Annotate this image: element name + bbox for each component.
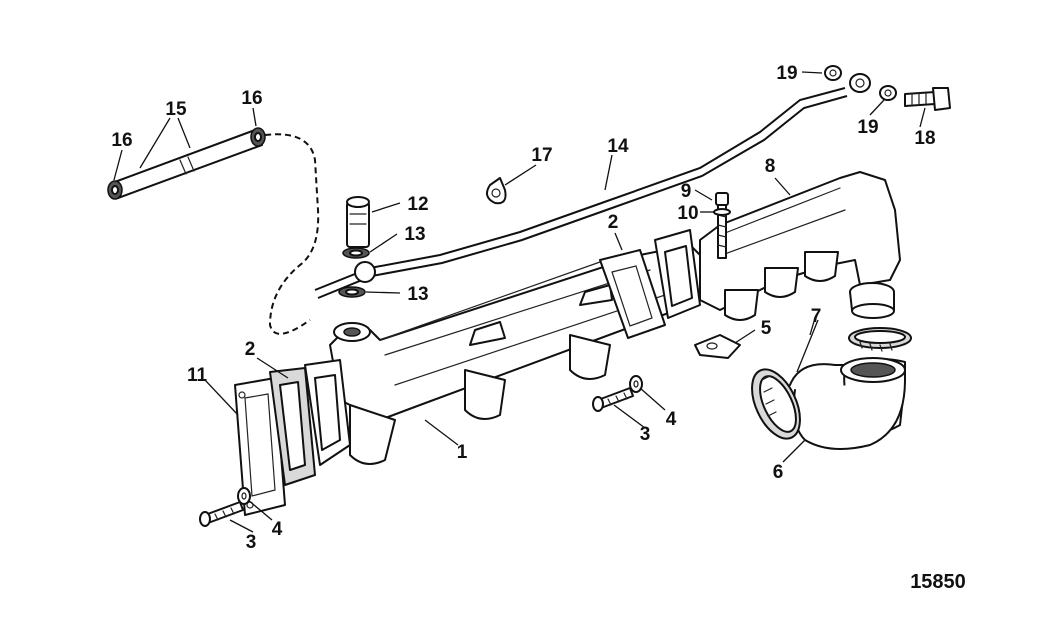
callout-4-front-washer: 4: [272, 519, 283, 540]
callout-19-upper: 19: [776, 63, 797, 84]
washer-middle: [629, 375, 643, 393]
gasket-middle: [599, 249, 666, 339]
gasket-front: [269, 367, 316, 486]
callout-3-front-bolt: 3: [246, 532, 257, 553]
callout-17: 17: [531, 145, 552, 166]
leader-lines: [113, 71, 926, 533]
hex-bolt: [904, 87, 951, 111]
tube-fitting: [849, 73, 871, 93]
callout-2-middle-gasket: 2: [608, 212, 619, 233]
callout-12: 12: [407, 194, 428, 215]
callout-5: 5: [761, 318, 772, 339]
callout-9: 9: [681, 181, 692, 202]
callout-6: 6: [773, 462, 784, 483]
bolt-middle: [592, 387, 634, 412]
callout-8: 8: [765, 156, 776, 177]
callout-13-lower: 13: [407, 284, 428, 305]
washer-front: [237, 487, 251, 505]
figure-reference-number: 15850: [910, 571, 966, 593]
banjo-bolt: [346, 196, 370, 248]
stud-bolt: [715, 192, 729, 259]
water-tube: [314, 87, 848, 299]
tube-washer-lower: [879, 85, 897, 101]
end-plate: [234, 377, 286, 516]
callout-3-middle-bolt: 3: [640, 424, 651, 445]
callout-10: 10: [677, 203, 698, 224]
support-bracket: [694, 334, 741, 359]
callout-4-middle-washer: 4: [666, 409, 677, 430]
callout-1: 1: [457, 442, 468, 463]
callout-11: 11: [187, 365, 208, 386]
callout-7: 7: [811, 306, 822, 327]
tube-clip: [485, 177, 507, 205]
sealing-washer-upper: [342, 247, 370, 259]
hose-clamp-large-upper: [848, 327, 912, 352]
callout-14: 14: [607, 136, 629, 157]
callout-13-upper: 13: [404, 224, 425, 245]
callout-16-right: 16: [241, 88, 262, 109]
callout-16-left: 16: [111, 130, 132, 151]
sealing-washer-lower: [338, 286, 366, 298]
tube-washer-upper: [824, 65, 842, 81]
exhaust-manifold: [304, 244, 701, 466]
callout-15: 15: [165, 99, 187, 120]
callout-18: 18: [914, 128, 935, 149]
hose-clamp-left: [107, 180, 123, 200]
callout-19-lower: 19: [857, 117, 878, 138]
hose-clamp-right: [250, 127, 266, 147]
bolt-front: [199, 501, 244, 527]
exhaust-elbow-manifold: [654, 171, 901, 321]
water-hose: [111, 129, 320, 335]
callout-2-front-gasket: 2: [245, 339, 256, 360]
hose-clamp-large-lower: [751, 368, 801, 440]
stud-washer: [713, 208, 731, 216]
